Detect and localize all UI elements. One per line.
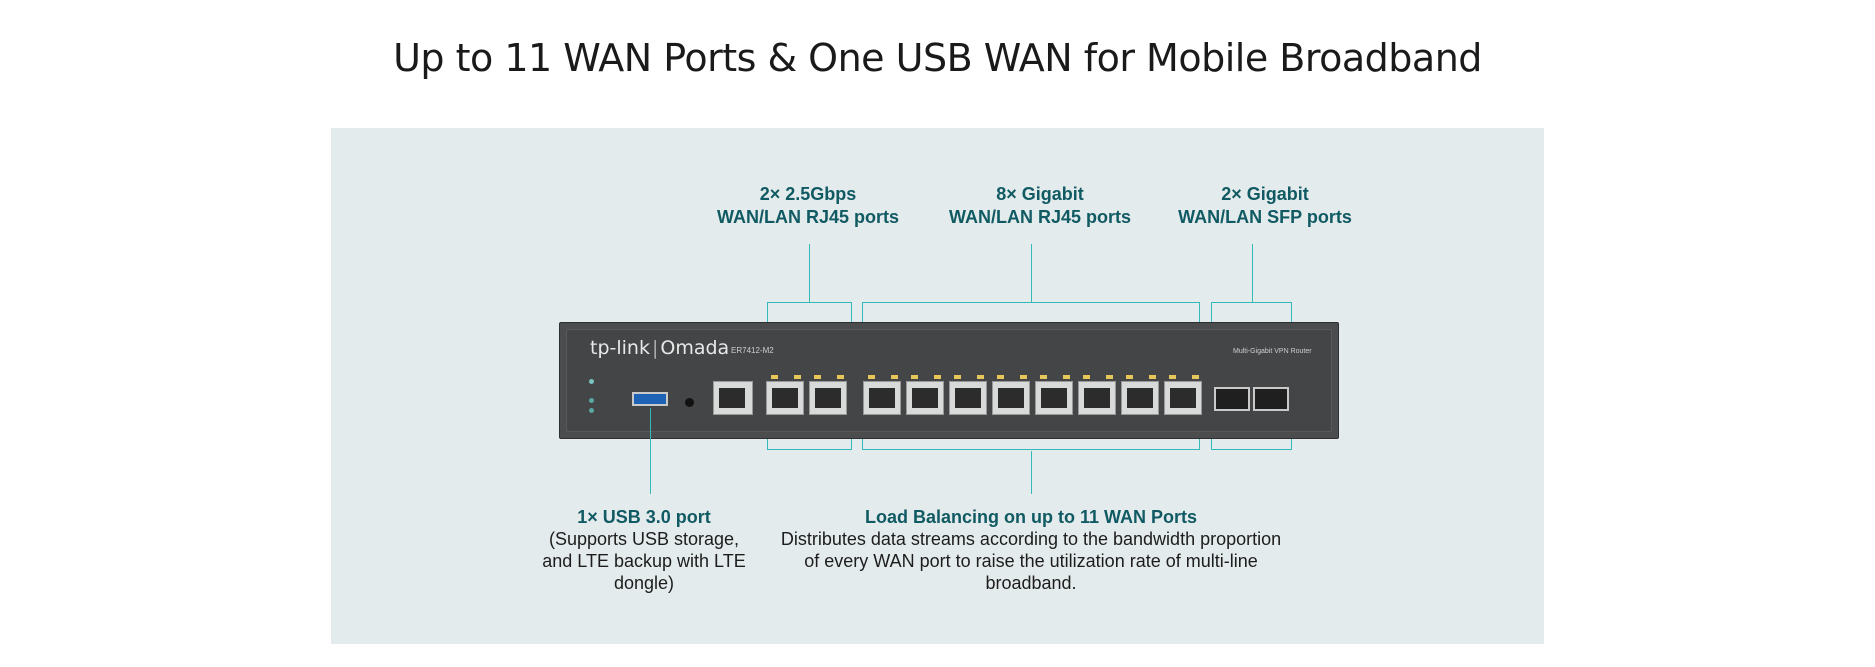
rj45-port-icon [863,375,901,415]
rj45-port-icon [1121,375,1159,415]
connector-line-sfp [1252,244,1253,303]
rj45-port-icon [1164,375,1202,415]
callout-2.5gbps-rj45: 2× 2.5Gbps WAN/LAN RJ45 ports [716,184,900,227]
load-balancing-description: Load Balancing on up to 11 WAN Ports Dis… [780,506,1282,594]
rj45-port-icon [766,375,804,415]
callout-gigabit-rj45: 8× Gigabit WAN/LAN RJ45 ports [948,184,1132,227]
usb-port-icon [632,392,668,406]
rj45-port-icon [1035,375,1073,415]
connector-line-2.5g [809,244,810,303]
router-type-label: Multi-Gigabit VPN Router [1233,348,1312,355]
status-led-icon [589,398,594,403]
reset-button-icon [685,398,694,407]
load-balancing-heading: Load Balancing on up to 11 WAN Ports [864,507,1198,527]
status-led-icon [589,379,594,384]
status-led-icon [589,408,594,413]
rj45-port-icon [906,375,944,415]
router-model-label: ER7412-M2 [731,346,774,355]
console-port-icon [713,381,753,415]
connector-line-usb [650,408,651,494]
usb-description: 1× USB 3.0 port (Supports USB storage, a… [538,506,750,594]
usb-description-heading: 1× USB 3.0 port [577,507,711,527]
page-headline: Up to 11 WAN Ports & One USB WAN for Mob… [393,36,1482,80]
sfp-port-icon [1214,387,1250,411]
usb-description-body: (Supports USB storage, and LTE backup wi… [542,529,746,593]
rj45-port-icon [809,375,847,415]
sfp-port-icon [1253,387,1289,411]
callout-gigabit-sfp: 2× Gigabit WAN/LAN SFP ports [1178,184,1352,227]
load-balancing-body: Distributes data streams according to th… [780,529,1282,593]
tp-link-logo-icon: tp-link|Omada [590,337,730,359]
connector-line-gigabit [1031,244,1032,303]
rj45-port-icon [992,375,1030,415]
rj45-port-icon [949,375,987,415]
rj45-port-icon [1078,375,1116,415]
connector-line-load-balancing [1031,451,1032,494]
